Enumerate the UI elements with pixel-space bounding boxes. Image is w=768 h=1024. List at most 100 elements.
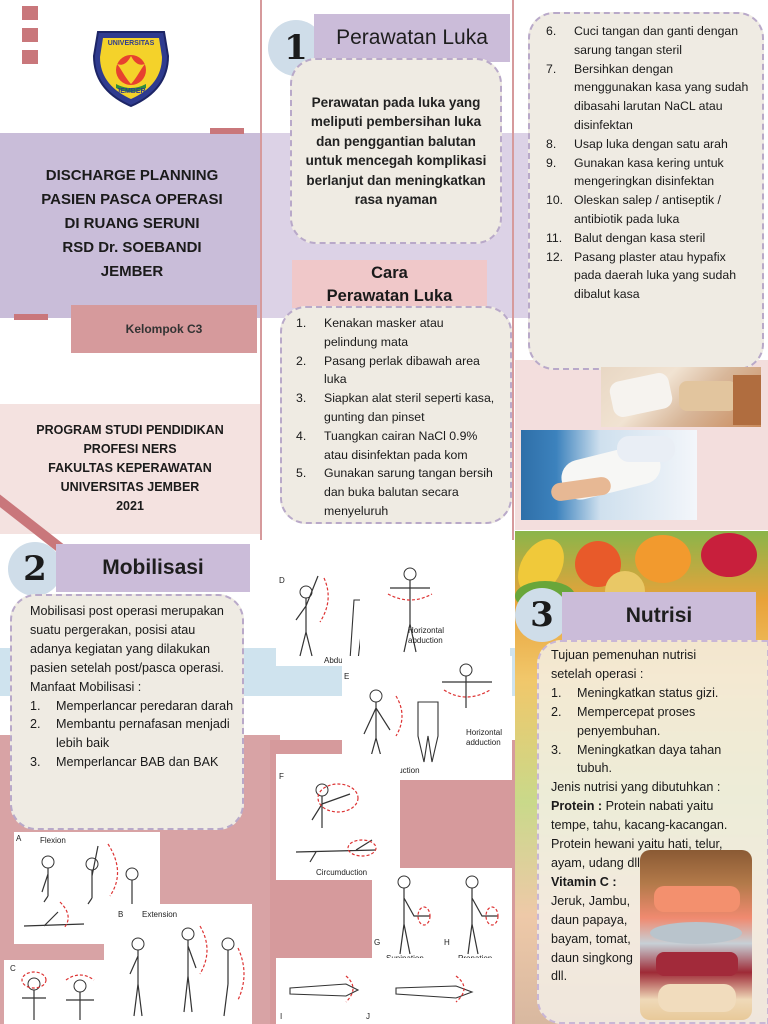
list-item: 3.Memperlancar BAB dan BAK — [30, 753, 234, 772]
list-item: 1. Meningkatkan status gizi. — [551, 684, 759, 703]
list-text: Gunakan kasa kering untuk mengeringkan d… — [574, 155, 724, 189]
figure-label: Flexion — [40, 836, 66, 845]
list-item: 3. Siapkan alat steril seperti kasa, gunt… — [296, 389, 500, 427]
figure-label: G — [374, 938, 381, 947]
section-number-text: 2 — [23, 549, 47, 589]
group-badge: Kelompok C3 — [71, 305, 257, 353]
wound-dressing-photo-1 — [601, 367, 761, 427]
figure-label: C — [10, 964, 16, 973]
list-item: 1.Kenakan masker atau pelindung mata — [296, 314, 500, 352]
university-logo: UNIVERSITAS JEMBER — [88, 26, 174, 108]
list-number: 1. — [30, 698, 41, 713]
figure-label: A — [16, 834, 22, 843]
list-number: 10. — [546, 193, 564, 208]
list-text: Memperlancar BAB dan BAK — [56, 755, 219, 770]
figure-label: E — [344, 672, 350, 681]
list-number: 3. — [551, 742, 562, 757]
group-label: Kelompok C3 — [125, 322, 203, 336]
section-number-text: 1 — [284, 28, 308, 68]
list-text: Bersihkan dengan menggunakan kasa yang s… — [574, 61, 749, 132]
list-number: 1. — [296, 316, 307, 330]
list-text: Balut dengan kasa steril — [574, 230, 706, 245]
program-line: UNIVERSITAS JEMBER — [60, 480, 200, 494]
list-item: 11. Balut dengan kasa steril — [546, 229, 754, 248]
protein-label: Protein : — [551, 799, 603, 814]
list-text: Pasang perlak dibawah area luka — [324, 353, 480, 387]
figure-label: B — [118, 910, 124, 919]
figure-label: Abduction — [324, 656, 360, 665]
vitamin-c-text: Jeruk, Jambu, daun papaya, bayam, tomat,… — [551, 893, 633, 984]
list-item: 2.Mempercepat proses penyembuhan. — [551, 703, 759, 741]
section-title-1: Perawatan Luka — [314, 14, 510, 62]
wound-care-steps: 1.Kenakan masker atau pelindung mata 2.P… — [280, 306, 512, 524]
vitamin-c-label: Vitamin C : — [551, 874, 617, 889]
exercise-figure-extension: B Extension — [104, 904, 252, 1024]
program-line: FAKULTAS KEPERAWATAN — [48, 461, 212, 475]
figure-label: I — [280, 1012, 283, 1021]
title-line: RSD Dr. SOEBANDI — [62, 239, 202, 256]
title-line: DISCHARGE PLANNING — [45, 167, 219, 184]
mobilization-description: Mobilisasi post operasi merupakan suatu … — [30, 604, 224, 675]
list-number: 12. — [546, 249, 564, 264]
list-text: Gunakan sarung tangan bersih dan buka ba… — [324, 466, 493, 518]
wound-care-description: Perawatan pada luka yang meliputi pember… — [290, 58, 502, 244]
list-item: 4.Tuangkan cairan NaCl 0.9% atau disinfe… — [296, 427, 500, 465]
figure-label: F — [279, 772, 284, 781]
exercise-figure-supination-pronation: G H Supination Pronation — [372, 868, 512, 964]
wound-care-steps-continued: 6.Cuci tangan dan ganti dengan sarung ta… — [528, 12, 764, 370]
program-line: PROGRAM STUDI PENDIDIKAN — [36, 423, 224, 437]
program-line: 2021 — [116, 499, 144, 513]
vitamin-c-paragraph: Vitamin C : Jeruk, Jambu, daun papaya, ba… — [551, 873, 647, 986]
deco-bar — [210, 128, 244, 134]
list-text: Memperlancar peredaran darah — [56, 698, 234, 713]
figure-label: D — [279, 576, 285, 585]
section-number-3: 3 — [515, 588, 569, 642]
list-item: 9. Gunakan kasa kering untuk mengeringkan… — [546, 154, 754, 192]
list-text: Siapkan alat steril seperti kasa, guntin… — [324, 391, 495, 424]
section-number-2: 2 — [8, 542, 62, 596]
list-text: Pasang plaster atau hypafix pada daerah … — [574, 249, 737, 302]
list-item: 2.Membantu pernafasan menjadi lebih baik — [30, 715, 234, 753]
figure-label: J — [366, 1012, 370, 1021]
list-text: Meningkatkan status gizi. — [577, 685, 719, 700]
steps-title-line: Cara — [371, 264, 408, 282]
list-item: 2.Pasang perlak dibawah area luka — [296, 352, 500, 390]
list-item: 3.Meningkatkan daya tahan tubuh. — [551, 741, 759, 779]
bg-divider-v2 — [512, 0, 514, 540]
program-line: PROFESI NERS — [83, 442, 177, 456]
title-line: JEMBER — [100, 263, 164, 280]
protein-text: Protein nabati yaitu tempe, tahu, kacang… — [551, 799, 728, 870]
list-text: Usap luka dengan satu arah — [574, 136, 728, 151]
figure-label: Horizontal — [466, 728, 503, 737]
protein-paragraph: Protein : Protein nabati yaitu tempe, ta… — [551, 797, 737, 873]
title-line: PASIEN PASCA OPERASI — [41, 191, 223, 208]
benefits-title: Manfaat Mobilisasi : — [30, 679, 142, 694]
bg-pink-left — [0, 404, 260, 534]
section-title-text: Mobilisasi — [102, 556, 204, 579]
steps-title: Cara Perawatan Luka — [292, 260, 487, 308]
list-number: 9. — [546, 155, 557, 170]
list-number: 11. — [546, 230, 563, 245]
list-item: 1. Memperlancar peredaran darah — [30, 697, 234, 716]
list-text: Membantu pernafasan menjadi lebih baik — [56, 717, 230, 751]
wound-dressing-photo-2 — [521, 430, 697, 520]
list-number: 3. — [296, 391, 307, 406]
exercise-figure-neck: C — [4, 960, 104, 1024]
exercise-figure-circumduction: F Circumduction — [276, 754, 400, 880]
list-item: 6.Cuci tangan dan ganti dengan sarung ta… — [546, 22, 754, 60]
title-line: DI RUANG SERUNI — [64, 215, 200, 232]
list-item: 5.Gunakan sarung tangan bersih dan buka … — [296, 464, 500, 520]
figure-label: Adduction — [384, 766, 420, 775]
figure-label: Extension — [142, 910, 178, 919]
bg-lavender-band — [0, 133, 260, 318]
list-number: 6. — [546, 24, 557, 38]
logo-text-top: UNIVERSITAS — [107, 40, 155, 47]
protein-foods-photo — [640, 850, 752, 1020]
list-number: 4. — [296, 428, 307, 443]
list-text: Oleskan salep / antiseptik / antibiotik … — [574, 193, 721, 226]
section-title-text: Perawatan Luka — [336, 26, 488, 49]
list-number: 1. — [551, 685, 562, 700]
section-title-2: Mobilisasi — [56, 544, 250, 592]
deco-bar — [14, 314, 48, 320]
figure-label: abduction — [408, 636, 443, 645]
